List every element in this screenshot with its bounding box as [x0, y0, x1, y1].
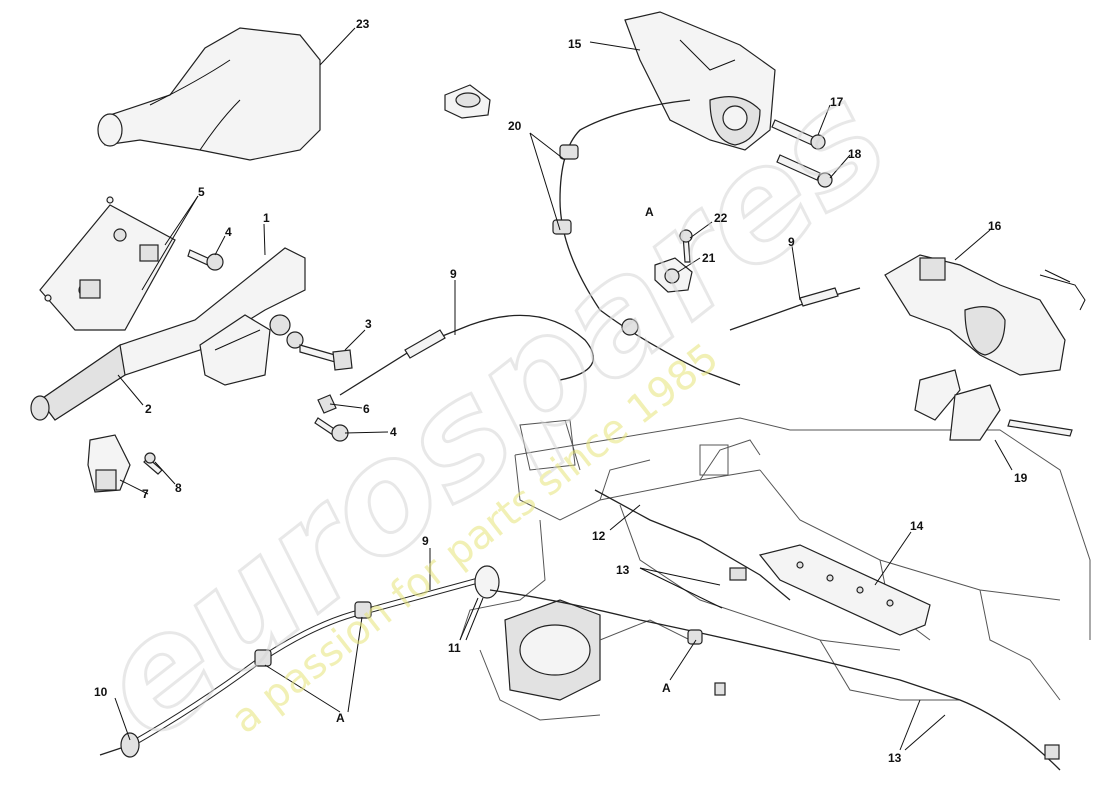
- callout-16: 16: [988, 219, 1002, 233]
- lower-cable-part: [99, 565, 1061, 771]
- callout-A-upper: A: [645, 205, 654, 219]
- handbrake-lever-part: [30, 247, 306, 421]
- callout-10: 10: [94, 685, 108, 699]
- callout-9-lower: 9: [422, 534, 429, 548]
- right-caliper-part: [884, 254, 1066, 376]
- warning-switch-part: [87, 434, 131, 493]
- callout-A-lower-left: A: [336, 711, 345, 725]
- mounting-bracket-part: [39, 196, 176, 331]
- callout-2: 2: [145, 402, 152, 416]
- cable-clip-20-part: [444, 84, 491, 119]
- lever-gaiter-part: [97, 27, 321, 161]
- cable-guide-21-part: [654, 257, 693, 293]
- callout-9-upper: 9: [450, 267, 457, 281]
- callouts: 23 5 4 1 2 3 6 4 7 8 9 15 20 17 18 A 22 …: [94, 17, 1028, 765]
- callout-7: 7: [142, 487, 149, 501]
- watermark-brand: eurospares: [65, 52, 919, 773]
- callout-12: 12: [592, 529, 606, 543]
- upper-cable-part: [552, 99, 741, 386]
- callout-4-upper: 4: [225, 225, 232, 239]
- callout-18: 18: [848, 147, 862, 161]
- callout-9-right: 9: [788, 235, 795, 249]
- underbody-frame: [459, 417, 1091, 721]
- callout-A-lower-middle: A: [662, 681, 671, 695]
- callout-23: 23: [356, 17, 370, 31]
- right-cable-part: [729, 287, 861, 331]
- centre-cable-part: [594, 489, 791, 601]
- bolt-22-part: [679, 229, 693, 263]
- callout-21: 21: [702, 251, 716, 265]
- callout-22: 22: [714, 211, 728, 225]
- callout-13-middle: 13: [616, 563, 630, 577]
- bolt-18-part: [776, 154, 833, 188]
- callout-19: 19: [1014, 471, 1028, 485]
- callout-6: 6: [363, 402, 370, 416]
- primary-cable-part: [339, 314, 594, 396]
- callout-14: 14: [910, 519, 924, 533]
- callout-3: 3: [365, 317, 372, 331]
- bolt-4-upper-part: [187, 249, 224, 271]
- spring-clip-part: [1039, 269, 1086, 311]
- callout-5: 5: [198, 185, 205, 199]
- callout-8: 8: [175, 481, 182, 495]
- callout-13-lower: 13: [888, 751, 902, 765]
- callout-1: 1: [263, 211, 270, 225]
- callout-20: 20: [508, 119, 522, 133]
- nut-6-part: [317, 394, 337, 414]
- watermark: eurospares a passion for parts since 198…: [64, 51, 921, 775]
- leader-lines: [114, 27, 1013, 751]
- brake-pad-19-part: [914, 369, 1073, 441]
- callout-11: 11: [448, 641, 461, 655]
- bolt-17-part: [771, 119, 826, 150]
- callout-17: 17: [830, 95, 844, 109]
- callout-15: 15: [568, 37, 582, 51]
- heat-shield-bar-part: [758, 544, 931, 636]
- left-caliper-part: [624, 11, 776, 151]
- screw-8-part: [143, 452, 163, 475]
- bolt-3-part: [299, 344, 353, 371]
- callout-4-lower: 4: [390, 425, 397, 439]
- bolt-4-lower-part: [314, 417, 349, 442]
